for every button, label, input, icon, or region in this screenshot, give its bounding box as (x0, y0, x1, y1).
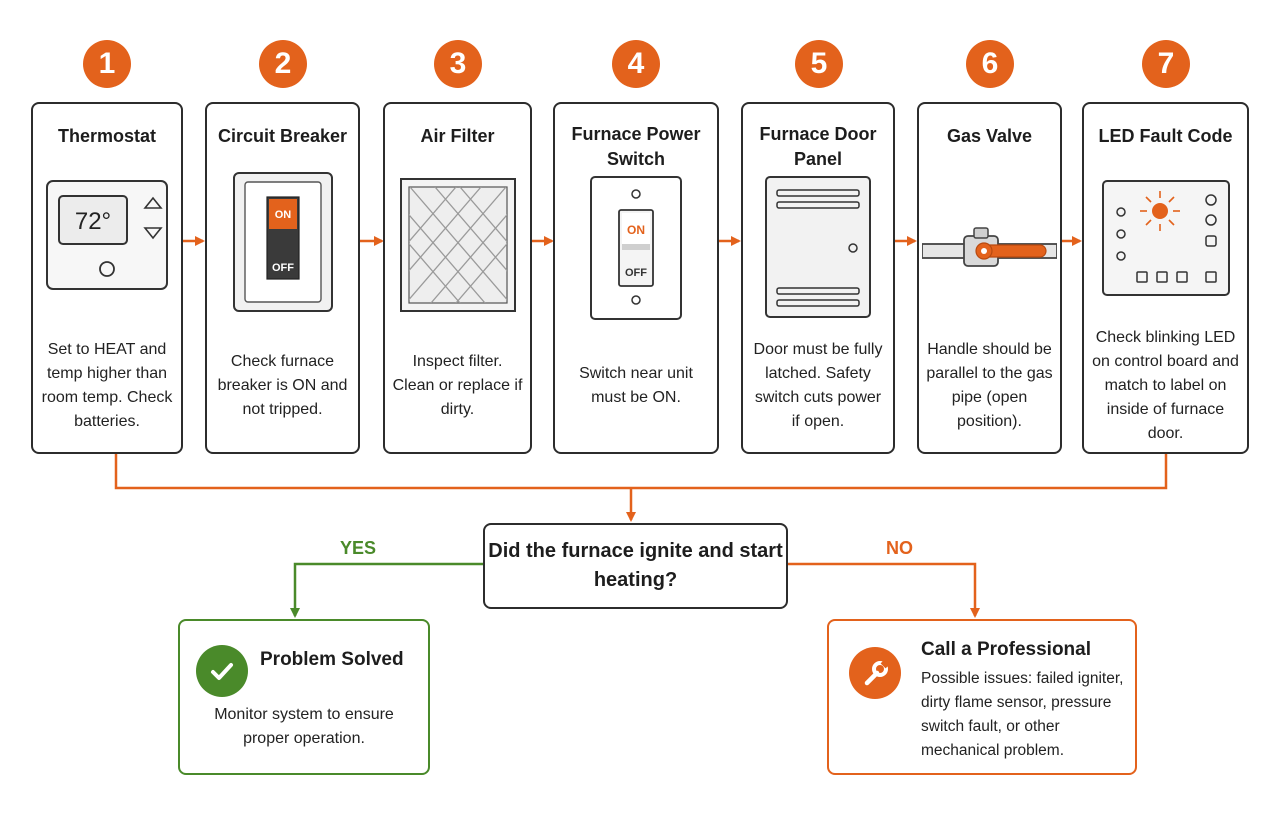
step-title: Furnace Door Panel (759, 124, 877, 169)
thermostat-illustration: 72° (33, 176, 181, 326)
step-title: Gas Valve (946, 126, 1033, 146)
switch-on-label: ON (627, 223, 645, 237)
blinking-led-icon (1139, 191, 1180, 231)
no-path (788, 562, 980, 618)
breaker-illustration: ON OFF (207, 172, 358, 326)
breaker-off-label: OFF (272, 262, 294, 274)
collector-line (114, 454, 1168, 490)
step-title: Circuit Breaker (217, 126, 348, 146)
control-board-illustration (1084, 176, 1247, 326)
outcome-call-professional: Call a Professional Possible issues: fai… (827, 619, 1137, 775)
step-text: Check furnace breaker is ON and not trip… (217, 353, 348, 418)
breaker-on-label: ON (274, 209, 291, 221)
step-text: Check blinking LED on control board and … (1092, 329, 1239, 442)
temp-up-icon (143, 196, 163, 209)
step-5-badge: 5 (795, 40, 843, 88)
no-label: NO (886, 538, 913, 558)
step-card-thermostat: Thermostat 72° Set to HEAT and temp high… (31, 102, 183, 454)
outcome-text: Possible issues: failed igniter, dirty f… (921, 670, 1124, 759)
step-2-badge: 2 (259, 40, 307, 88)
filter-illustration (385, 176, 530, 326)
step-text: Handle should be parallel to the gas pip… (926, 341, 1053, 430)
step-3-badge: 3 (434, 40, 482, 88)
yes-label: YES (340, 538, 377, 558)
thermostat-button (99, 261, 115, 277)
step-card-door-panel: Furnace Door Panel Door must be fully la… (741, 102, 895, 454)
step-1-badge: 1 (83, 40, 131, 88)
step-card-gas-valve: Gas Valve Handle should be parallel to t… (917, 102, 1062, 454)
step-card-led-fault-code: LED Fault Code Check blinking LED on con… (1082, 102, 1249, 454)
outcome-problem-solved: Problem Solved Monitor system to ensure … (178, 619, 430, 775)
step-4-badge: 4 (612, 40, 660, 88)
step-title: Thermostat (57, 126, 156, 146)
step-7-badge: 7 (1142, 40, 1190, 88)
step-card-air-filter: Air Filter Inspect filter. Clean or repl… (383, 102, 532, 454)
step-card-circuit-breaker: Circuit Breaker ON OFF Check furnace bre… (205, 102, 360, 454)
step-title: Furnace Power Switch (571, 124, 701, 169)
temp-down-icon (143, 227, 163, 240)
checkmark-icon (196, 645, 248, 697)
step-text: Switch near unit must be ON. (579, 365, 693, 406)
step-text: Inspect filter. Clean or replace if dirt… (392, 353, 523, 418)
switch-off-label: OFF (625, 267, 647, 279)
power-switch-illustration: ON OFF (555, 176, 717, 326)
door-panel-illustration (743, 176, 893, 326)
step-title: Air Filter (420, 126, 495, 146)
decision-box: Did the furnace ignite and start heating… (483, 523, 788, 609)
outcome-title: Problem Solved (260, 649, 404, 670)
decision-question: Did the furnace ignite and start heating… (488, 540, 783, 591)
outcome-title: Call a Professional (921, 639, 1092, 660)
yes-path (290, 562, 483, 618)
step-card-power-switch: Furnace Power Switch ON OFF Switch near … (553, 102, 719, 454)
step-text: Set to HEAT and temp higher than room te… (41, 341, 173, 430)
step-title: LED Fault Code (1098, 126, 1233, 146)
outcome-text: Monitor system to ensure proper operatio… (214, 706, 394, 747)
step-text: Door must be fully latched. Safety switc… (753, 341, 883, 430)
gas-valve-illustration (919, 176, 1060, 326)
step-6-badge: 6 (966, 40, 1014, 88)
wrench-icon (849, 647, 901, 699)
door-latch-icon (848, 243, 858, 253)
thermostat-display: 72° (75, 208, 111, 235)
